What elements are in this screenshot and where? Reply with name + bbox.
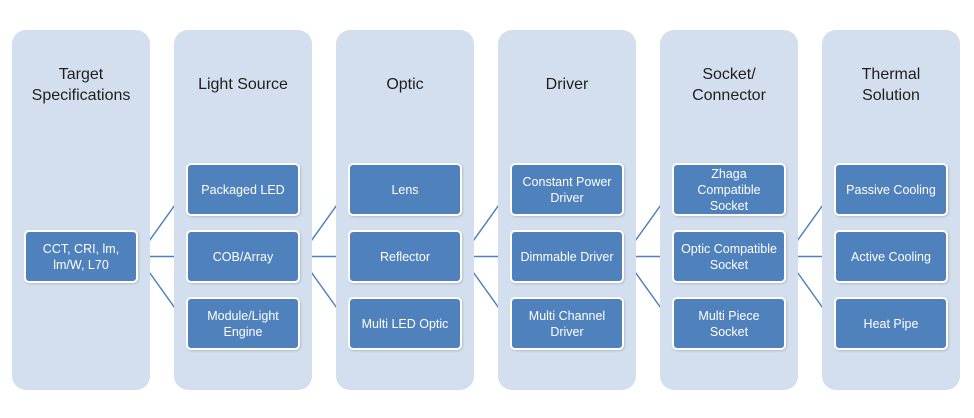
column-target-specifications: Target Specifications CCT, CRI, lm, lm/W… (12, 30, 150, 390)
column-title: Target Specifications (31, 66, 131, 104)
column-title: Thermal Solution (861, 66, 921, 104)
node-lens: Lens (348, 163, 462, 216)
node-dimmable-driver: Dimmable Driver (510, 230, 624, 283)
node-passive-cooling: Passive Cooling (834, 163, 948, 216)
node-packaged-led: Packaged LED (186, 163, 300, 216)
column-light-source: Light Source Packaged LED COB/Array Modu… (174, 30, 312, 390)
column-title: Light Source (198, 76, 288, 93)
node-zhaga-compatible-socket: Zhaga Compatible Socket (672, 163, 786, 216)
column-optic: Optic Lens Reflector Multi LED Optic (336, 30, 474, 390)
column-title: Socket/ Connector (692, 66, 766, 104)
node-target-specs: CCT, CRI, lm, lm/W, L70 (24, 230, 138, 283)
node-optic-compatible-socket: Optic Compatible Socket (672, 230, 786, 283)
column-title: Driver (545, 76, 589, 93)
node-module-light-engine: Module/Light Engine (186, 297, 300, 350)
column-title: Optic (386, 76, 424, 93)
node-reflector: Reflector (348, 230, 462, 283)
node-heat-pipe: Heat Pipe (834, 297, 948, 350)
column-driver: Driver Constant Power Driver Dimmable Dr… (498, 30, 636, 390)
node-cob-array: COB/Array (186, 230, 300, 283)
node-multi-channel-driver: Multi Channel Driver (510, 297, 624, 350)
column-socket-connector: Socket/ Connector Zhaga Compatible Socke… (660, 30, 798, 390)
node-multi-piece-socket: Multi Piece Socket (672, 297, 786, 350)
node-multi-led-optic: Multi LED Optic (348, 297, 462, 350)
column-thermal-solution: Thermal Solution Passive Cooling Active … (822, 30, 960, 390)
node-active-cooling: Active Cooling (834, 230, 948, 283)
node-constant-power-driver: Constant Power Driver (510, 163, 624, 216)
